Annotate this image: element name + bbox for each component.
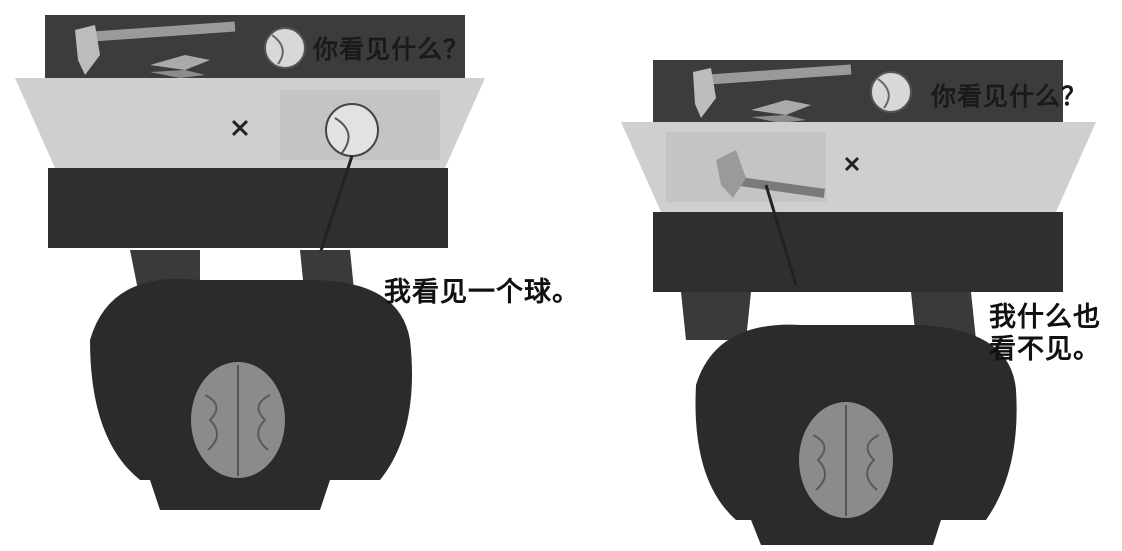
ball-icon bbox=[325, 103, 379, 157]
x-mark-icon bbox=[231, 119, 249, 137]
ball-icon bbox=[870, 71, 912, 113]
x-mark-icon bbox=[844, 156, 860, 172]
scene-right: 你看见什么？ 我什么也看不见。 bbox=[561, 0, 1122, 551]
object-shelf bbox=[653, 60, 1063, 130]
visual-pathway-line bbox=[764, 184, 798, 286]
table bbox=[653, 212, 1063, 292]
answer-text: 我看见一个球。 bbox=[384, 277, 580, 308]
hammer-icon bbox=[75, 21, 236, 75]
brain-icon bbox=[799, 402, 893, 518]
question-text: 你看见什么？ bbox=[313, 35, 470, 64]
brain-icon bbox=[191, 362, 285, 478]
table bbox=[48, 168, 448, 248]
scene-left-illustration bbox=[15, 15, 485, 510]
pliers-icon bbox=[150, 55, 210, 78]
pliers-icon bbox=[751, 100, 811, 123]
ball-icon bbox=[264, 27, 306, 69]
hammer-icon bbox=[716, 150, 826, 198]
scene-right-illustration bbox=[621, 60, 1096, 545]
object-shelf bbox=[45, 15, 465, 87]
question-text: 你看见什么？ bbox=[931, 82, 1088, 111]
visual-pathway-line bbox=[316, 155, 354, 261]
hammer-icon bbox=[693, 64, 852, 118]
answer-text: 我什么也看不见。 bbox=[989, 302, 1101, 365]
scene-left: 你看见什么？ 我看见一个球。 bbox=[15, 15, 579, 510]
